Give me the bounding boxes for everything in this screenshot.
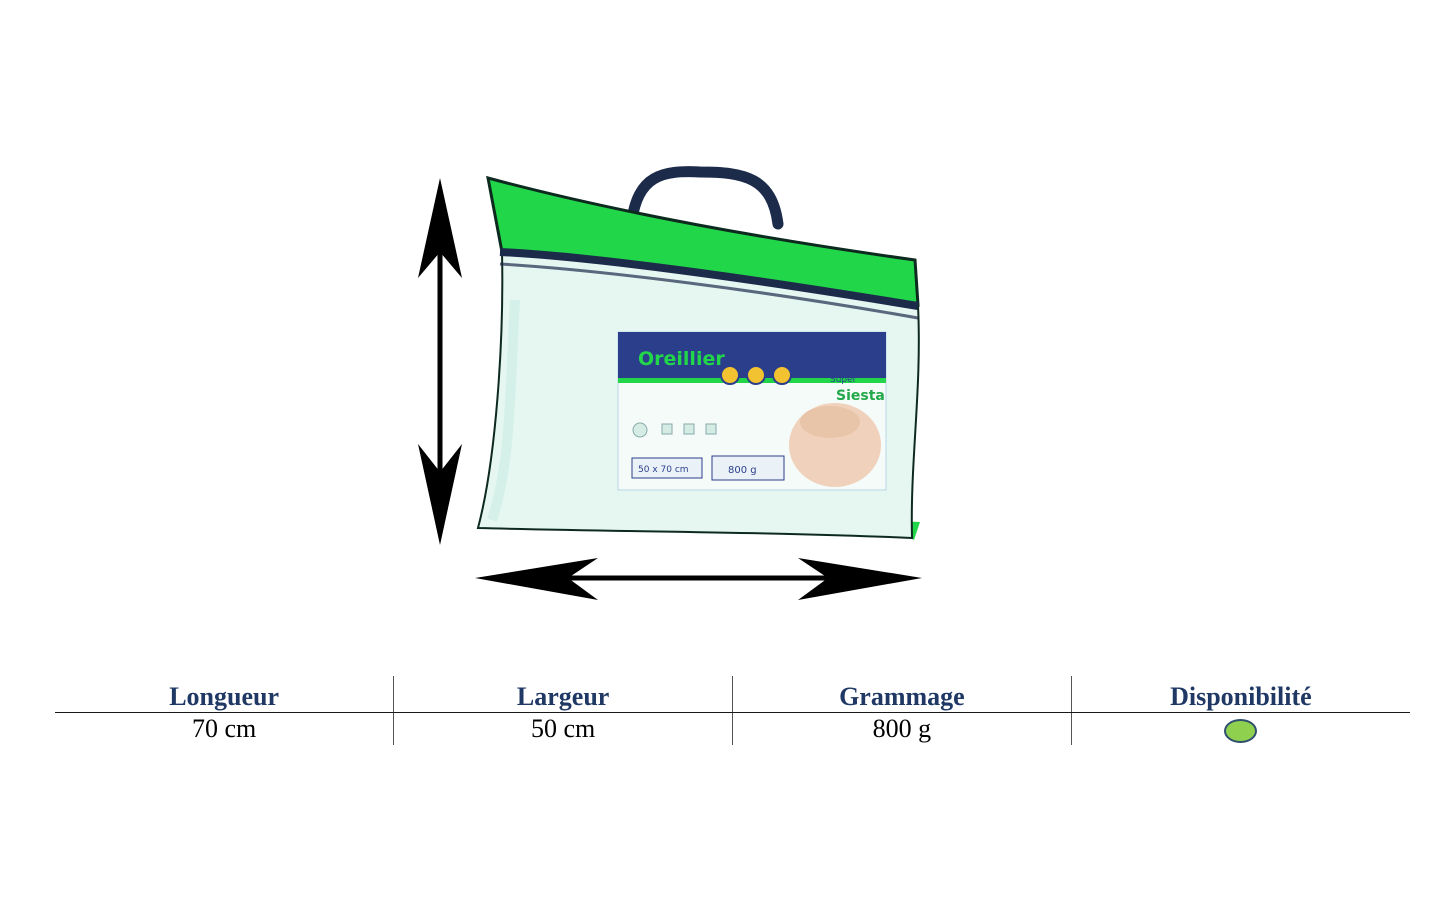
zipper <box>499 248 919 310</box>
availability-header: Disponibilité <box>1070 676 1410 713</box>
size-badge <box>631 457 703 479</box>
spec-table: Longueur Largeur Grammage Disponibilité … <box>55 676 1410 745</box>
medal-icon <box>720 365 740 385</box>
size-badge-text: 50 x 70 cm <box>638 465 689 475</box>
weight-badge <box>711 455 785 481</box>
height-arrow-icon <box>418 178 462 545</box>
product-label: Oreillier Super Siesta 50 x 70 cm 800 g <box>617 331 887 491</box>
spec-header-row: Longueur Largeur Grammage Disponibilité <box>55 676 1410 713</box>
availability-status-icon <box>1224 719 1258 744</box>
product-image: Oreillier Super Siesta 50 x 70 cm 800 g <box>418 166 922 600</box>
width-value: 50 cm <box>393 712 733 745</box>
availability-cell <box>1070 712 1410 745</box>
brand-name: Siesta <box>836 388 885 404</box>
feature-icon <box>683 423 695 435</box>
label-title: Oreillier <box>638 348 725 370</box>
brand-top: Super <box>830 375 857 385</box>
medal-icon <box>772 365 792 385</box>
length-header: Longueur <box>55 676 394 713</box>
weight-badge-text: 800 g <box>728 465 757 476</box>
weight-header: Grammage <box>732 676 1072 713</box>
length-value: 70 cm <box>191 714 257 743</box>
medal-icon <box>746 365 766 385</box>
width-arrow-icon <box>475 558 922 600</box>
feature-icon <box>632 422 648 438</box>
feature-icon <box>661 423 673 435</box>
pillow-bag: Oreillier Super Siesta 50 x 70 cm 800 g <box>476 166 920 540</box>
feature-icon <box>705 423 717 435</box>
width-header: Largeur <box>393 676 733 713</box>
weight-value: 800 g <box>732 712 1072 745</box>
spec-value-row: 70 cm 50 cm 800 g <box>55 712 1410 745</box>
